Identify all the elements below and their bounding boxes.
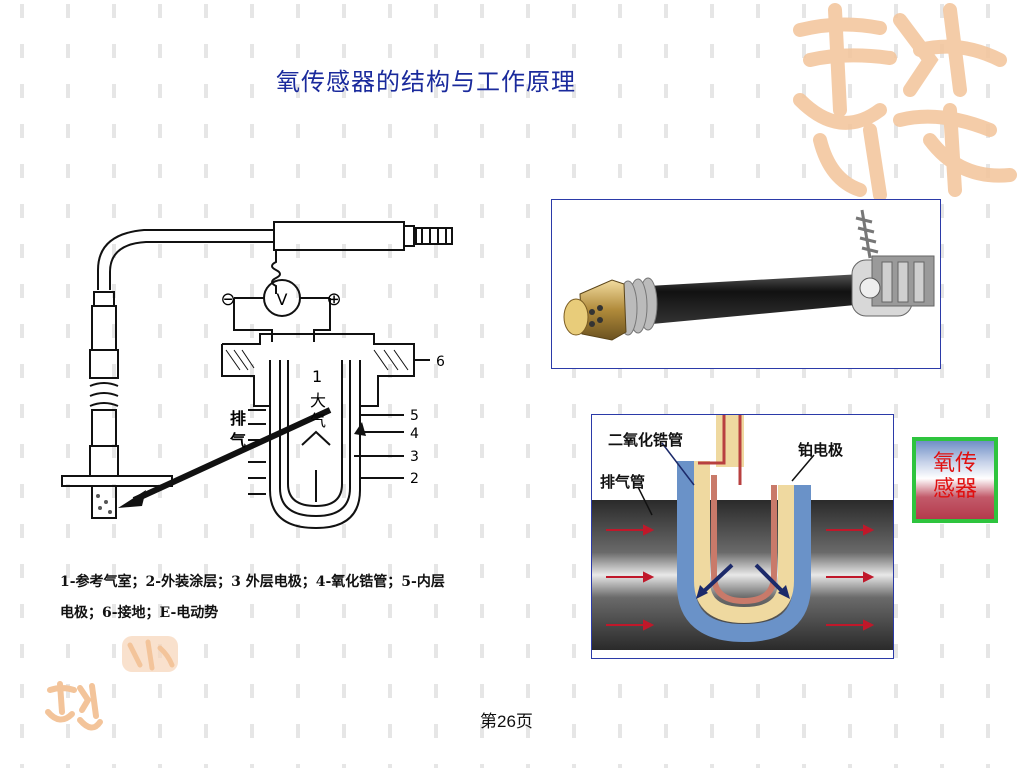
page-number: 第26页 xyxy=(480,712,533,731)
watermark-seal-icon xyxy=(793,3,1017,202)
platinum-electrode-label: 铂电极 xyxy=(798,441,844,459)
sensor-render-icon xyxy=(563,209,935,341)
callout-4: 4 xyxy=(410,426,419,442)
cross-section-diagram: 二氧化锆管 排气管 铂电极 xyxy=(591,414,894,659)
minus-terminal-label: ⊖ xyxy=(220,289,235,310)
page-title: 氧传感器的结构与工作原理 xyxy=(276,68,576,96)
legend-line-2: 电极；6-接地；E-电动势 xyxy=(60,605,219,621)
exhaust-label-2: 气 xyxy=(229,431,246,450)
legend-line-1: 1-参考气室；2-外装涂层；3 外层电极；4-氧化锆管；5-内层 xyxy=(60,574,445,590)
small-seal-icon xyxy=(122,636,178,672)
oxygen-sensor-button-label: 氧传感器 xyxy=(932,451,977,502)
exhaust-label-1: 排 xyxy=(230,409,246,428)
oxygen-sensor-link-button[interactable]: 氧传感器 xyxy=(912,437,998,523)
atmosphere-label-2: 气 xyxy=(310,411,326,430)
zirconia-tube-label: 二氧化锆管 xyxy=(608,431,683,449)
atmosphere-label-1: 大 xyxy=(310,391,326,410)
sensor-structure-diagram: V ⊖ ⊕ 1 大 气 排 气 6 5 4 3 2 xyxy=(61,221,453,530)
callout-2: 2 xyxy=(410,471,419,487)
sensor-photo xyxy=(551,199,941,369)
callout-3: 3 xyxy=(410,449,419,465)
voltmeter-label: V xyxy=(277,290,288,309)
oxygen-sensor-button-face: 氧传感器 xyxy=(916,441,994,519)
callout-6: 6 xyxy=(436,354,445,370)
cross-section-render-icon: 二氧化锆管 排气管 铂电极 xyxy=(592,415,893,650)
callout-5: 5 xyxy=(410,408,419,424)
reference-chamber-number: 1 xyxy=(312,367,322,386)
plus-terminal-label: ⊕ xyxy=(326,289,341,310)
exhaust-pipe-label: 排气管 xyxy=(600,473,645,491)
small-seal-icon xyxy=(45,681,103,731)
